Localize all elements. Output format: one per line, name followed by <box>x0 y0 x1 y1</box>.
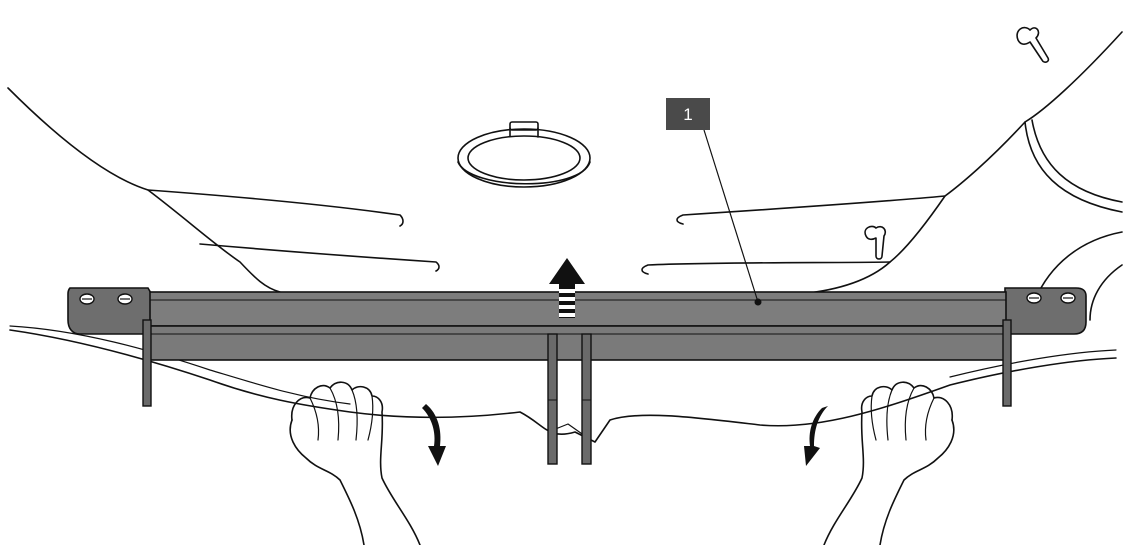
clip-pin-lower <box>864 225 887 260</box>
rotate-down-arrow-icon <box>804 406 828 466</box>
callout-1: 1 <box>666 98 759 303</box>
callout-label: 1 <box>683 105 692 124</box>
hand-icon <box>823 381 955 545</box>
callout-leader-line <box>703 129 759 303</box>
up-arrow-icon <box>549 258 585 318</box>
vehicle-body-outline <box>7 31 1123 321</box>
crossmember-bar <box>67 287 1087 465</box>
callout-box <box>666 98 710 130</box>
hand-icon <box>289 381 421 545</box>
clip-pin-upper <box>1016 26 1050 63</box>
rotate-down-arrow-icon <box>422 404 446 466</box>
ring-clamp <box>457 121 591 188</box>
